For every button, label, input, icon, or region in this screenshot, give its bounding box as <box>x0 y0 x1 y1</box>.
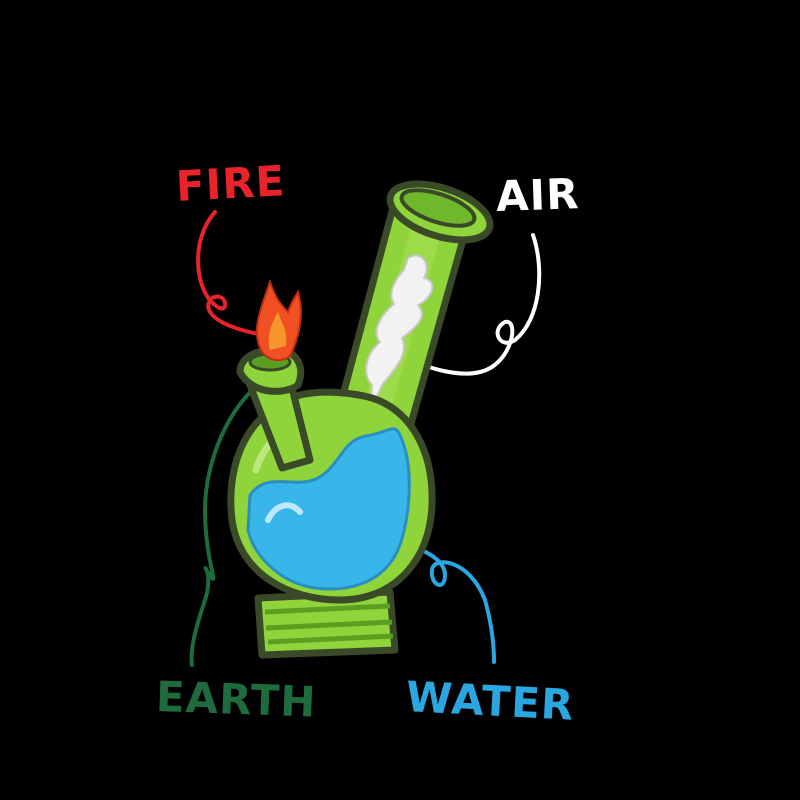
earth-label: EARTH <box>155 672 318 727</box>
bong-stem <box>236 346 314 472</box>
bong-mouthpiece <box>386 180 494 244</box>
air-label: AIR <box>495 169 581 221</box>
water-icon <box>246 427 411 591</box>
air-connector <box>398 233 542 376</box>
fire-connector <box>196 210 287 340</box>
earth-connector <box>189 380 264 667</box>
fire-label: FIRE <box>174 156 287 211</box>
water-connector <box>393 538 496 664</box>
water-label: WATER <box>404 672 576 730</box>
